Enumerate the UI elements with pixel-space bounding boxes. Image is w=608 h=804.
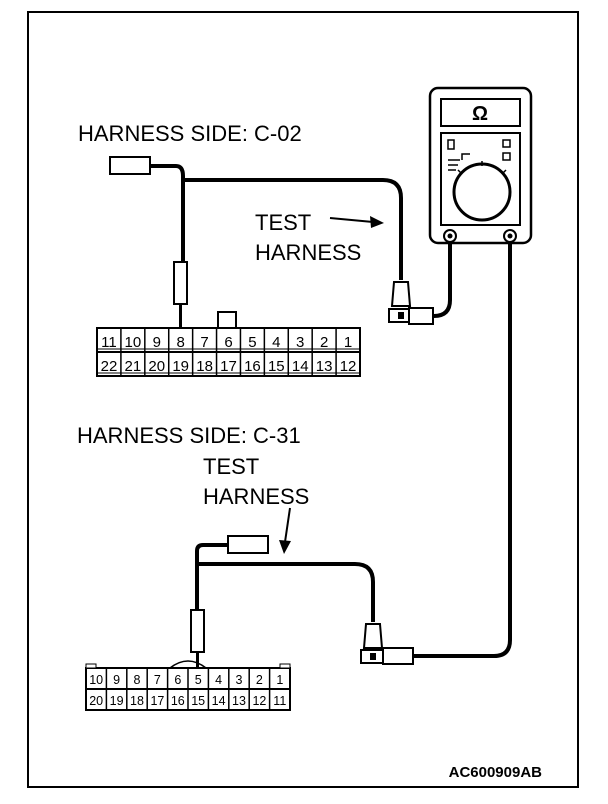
meter-indicator-right-2 bbox=[502, 152, 511, 161]
pin-c02-8: 8 bbox=[177, 334, 185, 351]
test-harness-arrow-top bbox=[329, 217, 374, 223]
pin-c31-18: 18 bbox=[130, 694, 144, 708]
pin-c02-2: 2 bbox=[320, 334, 328, 351]
meter-lead-ohm-plug bbox=[382, 647, 414, 665]
pin-c02-9: 9 bbox=[153, 334, 161, 351]
pin-c31-15: 15 bbox=[191, 694, 205, 708]
meter-indicator-left bbox=[447, 139, 455, 150]
pin-c02-19: 19 bbox=[172, 358, 189, 375]
pin-c02-18: 18 bbox=[196, 358, 213, 375]
pin-c02-22: 22 bbox=[101, 358, 118, 375]
pin-c02-10: 10 bbox=[125, 334, 142, 351]
harness-side-label-c31: HARNESS SIDE: C-31 bbox=[77, 423, 301, 448]
meter-lead-com bbox=[430, 242, 452, 318]
meter-display bbox=[440, 98, 521, 127]
pin-c31-1: 1 bbox=[276, 673, 283, 687]
pin-c31-19: 19 bbox=[110, 694, 124, 708]
pin-c31-4: 4 bbox=[215, 673, 222, 687]
pin-c31-11: 11 bbox=[273, 694, 286, 708]
pin-c31-8: 8 bbox=[134, 673, 141, 687]
pin-c31-5: 5 bbox=[195, 673, 202, 687]
pin-c31-7: 7 bbox=[154, 673, 161, 687]
pin-c02-13: 13 bbox=[316, 358, 333, 375]
harness-bottom-clip bbox=[362, 623, 384, 649]
harness-top-probe-pin bbox=[173, 261, 188, 305]
pin-c02-21: 21 bbox=[125, 358, 142, 375]
pin-c31-6: 6 bbox=[174, 673, 181, 687]
pin-c31-9: 9 bbox=[113, 673, 120, 687]
pin-c02-5: 5 bbox=[248, 334, 256, 351]
meter-scale-marks bbox=[448, 153, 470, 171]
pin-c31-17: 17 bbox=[150, 694, 164, 708]
test-harness-arrow-bottom bbox=[284, 507, 291, 543]
ohm-icon: Ω bbox=[472, 103, 488, 125]
test-label-top: TEST bbox=[255, 210, 311, 235]
meter-dial-marks bbox=[457, 161, 507, 175]
pin-c02-20: 20 bbox=[148, 358, 165, 375]
pin-c02-15: 15 bbox=[268, 358, 285, 375]
pin-c02-16: 16 bbox=[244, 358, 261, 375]
test-harness-top bbox=[109, 156, 434, 330]
test-harness-bottom bbox=[190, 535, 414, 670]
pin-c02-1: 1 bbox=[344, 334, 352, 351]
pin-c02-12: 12 bbox=[340, 358, 357, 375]
pin-c31-2: 2 bbox=[256, 673, 263, 687]
diagram-frame bbox=[27, 11, 579, 788]
harness-top-clip bbox=[390, 281, 412, 307]
meter-indicator-right-1 bbox=[502, 139, 511, 148]
pin-c02-17: 17 bbox=[220, 358, 237, 375]
harness-label-top: HARNESS bbox=[255, 240, 361, 265]
harness-label-bottom: HARNESS bbox=[203, 484, 309, 509]
meter-lead-ohm bbox=[414, 242, 512, 658]
pin-c31-12: 12 bbox=[252, 694, 266, 708]
harness-bottom-open-end bbox=[227, 535, 269, 554]
meter-dial bbox=[452, 162, 512, 222]
meter-lead-com-plug bbox=[408, 307, 434, 325]
test-label-bottom: TEST bbox=[203, 454, 259, 479]
connector-c31-latch bbox=[169, 660, 207, 669]
pin-c02-3: 3 bbox=[296, 334, 304, 351]
ohmmeter: Ω bbox=[428, 86, 533, 245]
pin-c31-16: 16 bbox=[171, 694, 185, 708]
harness-bottom-probe-pin bbox=[190, 609, 205, 653]
pin-c31-13: 13 bbox=[232, 694, 246, 708]
pin-c31-14: 14 bbox=[212, 694, 226, 708]
pin-c02-6: 6 bbox=[224, 334, 232, 351]
harness-side-label-c02: HARNESS SIDE: C-02 bbox=[78, 121, 302, 146]
pin-c31-3: 3 bbox=[236, 673, 243, 687]
pin-c31-10: 10 bbox=[89, 673, 103, 687]
pin-c31-20: 20 bbox=[89, 694, 103, 708]
pin-c02-7: 7 bbox=[200, 334, 208, 351]
pin-c02-4: 4 bbox=[272, 334, 280, 351]
pin-c02-11: 11 bbox=[101, 334, 117, 351]
pin-c02-14: 14 bbox=[292, 358, 309, 375]
connector-c02-latch bbox=[217, 311, 237, 329]
harness-top-open-end bbox=[109, 156, 151, 175]
figure-code: AC600909AB bbox=[449, 764, 543, 781]
